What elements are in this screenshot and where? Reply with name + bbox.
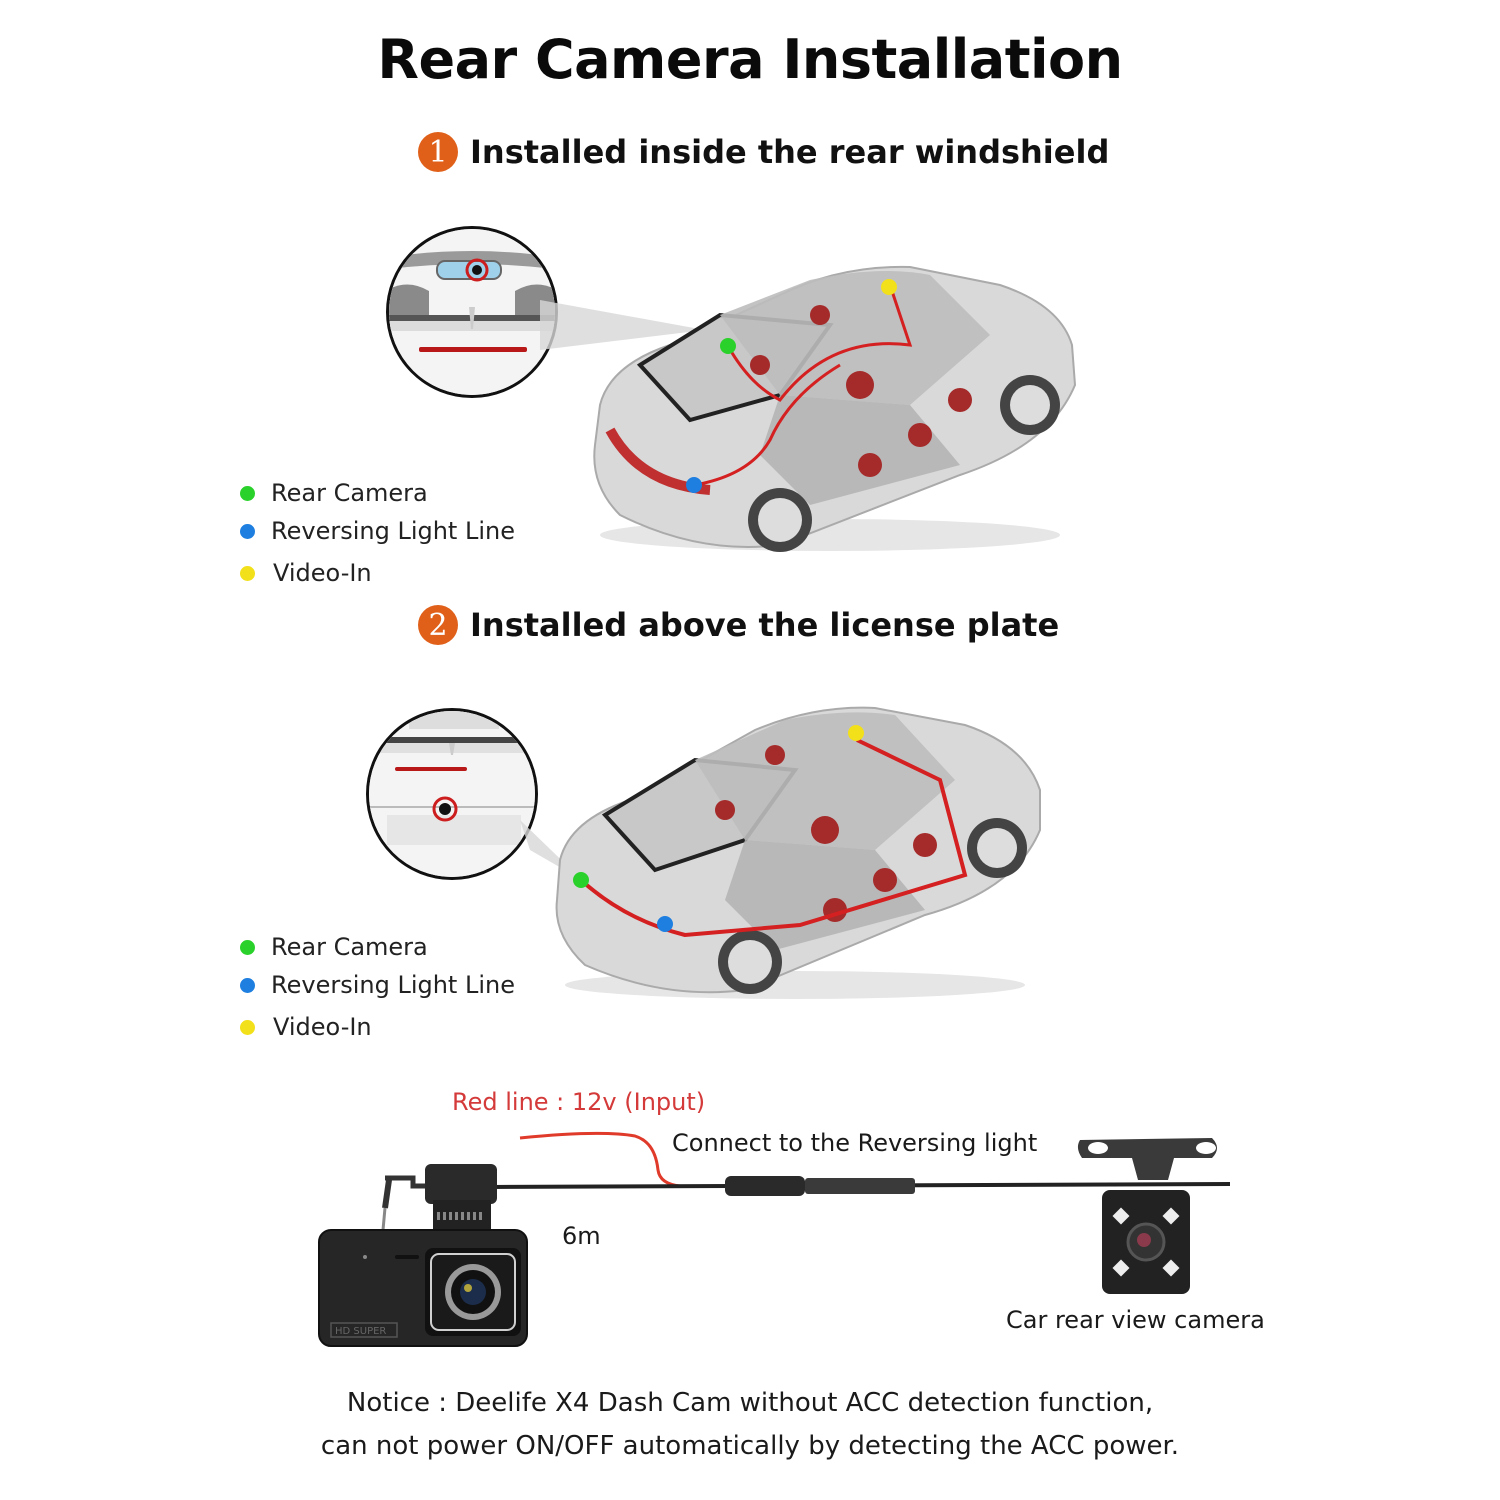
inset-pointer (540, 300, 705, 350)
legend-item-video-in: Video-In (240, 554, 515, 592)
blue-dot-icon (240, 977, 255, 993)
step-number-badge: 2 (418, 605, 458, 645)
legend-item-rear-camera: Rear Camera (240, 928, 515, 966)
yellow-dot-icon (240, 565, 255, 581)
notice: Notice : Deelife X4 Dash Cam without ACC… (0, 1382, 1500, 1468)
step-heading-text: Installed inside the rear windshield (470, 133, 1110, 171)
step-number-badge: 1 (418, 132, 458, 172)
connect-reversing-light-label: Connect to the Reversing light (672, 1129, 1038, 1157)
rear-view-camera-icon (1077, 1138, 1217, 1294)
legend-item-reversing-light: Reversing Light Line (240, 512, 515, 550)
sedan-cutaway-icon (555, 706, 1041, 999)
legend-item-rear-camera: Rear Camera (240, 474, 515, 512)
cable-connector-icon (725, 1176, 805, 1196)
section-2-legend: Rear Camera Reversing Light Line Video-I… (240, 928, 515, 1046)
dash-cam-icon: HD SUPER (318, 1164, 528, 1347)
sedan-cutaway-icon (593, 265, 1077, 552)
red-line-label: Red line : 12v (Input) (452, 1088, 706, 1116)
blue-dot-icon (240, 523, 255, 539)
legend-item-reversing-light: Reversing Light Line (240, 966, 515, 1004)
rearview-mirror-camera-icon (389, 229, 555, 395)
rearview-mirror-camera-inset (386, 226, 558, 398)
step-2-heading: 2 Installed above the license plate (418, 605, 1059, 645)
dash-cam-badge: HD SUPER (335, 1326, 386, 1337)
notice-line-2: can not power ON/OFF automatically by de… (320, 1431, 1180, 1461)
yellow-dot-icon (240, 1019, 255, 1035)
license-plate-camera-icon (369, 711, 535, 877)
step-1-heading: 1 Installed inside the rear windshield (418, 132, 1109, 172)
green-dot-icon (240, 485, 255, 501)
wiring-cable (489, 1131, 1231, 1196)
legend-item-video-in: Video-In (240, 1008, 515, 1046)
green-dot-icon (240, 939, 255, 955)
section-1-legend: Rear Camera Reversing Light Line Video-I… (240, 474, 515, 592)
step-heading-text: Installed above the license plate (470, 606, 1060, 644)
rear-camera-label: Car rear view camera (1006, 1306, 1265, 1334)
cable-length-label: 6m (562, 1222, 601, 1250)
page-title: Rear Camera Installation (377, 28, 1123, 91)
license-plate-camera-inset (366, 708, 538, 880)
notice-line-1: Notice : Deelife X4 Dash Cam without ACC… (346, 1388, 1154, 1418)
